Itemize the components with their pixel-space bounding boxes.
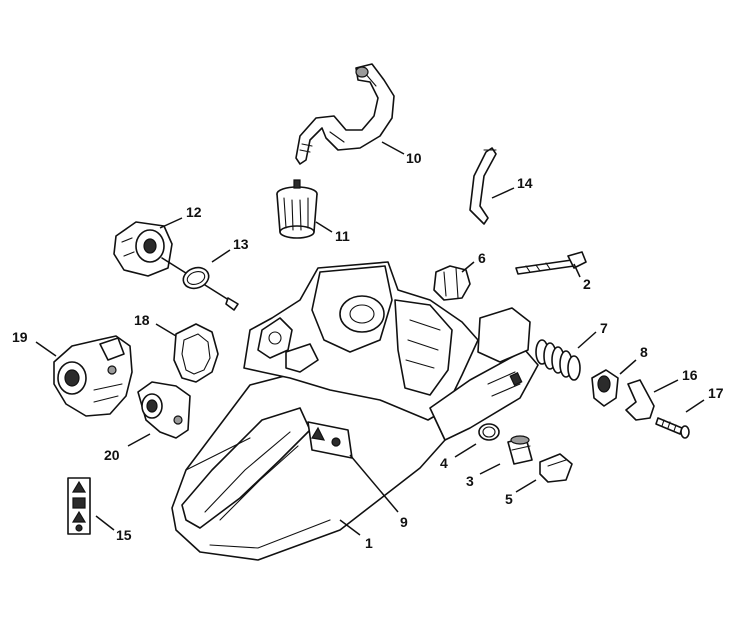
leader-lines: [35, 141, 705, 536]
carburetor-part: [53, 335, 133, 417]
warning-label-part: [67, 477, 91, 535]
leader-line-12: [159, 217, 183, 229]
gasket-part: [173, 323, 219, 383]
callout-labels: 1 2 3 4 5 6 7 8 9 10 11 12 13 14 15 16 1…: [12, 150, 724, 551]
cable-ring-part: [161, 257, 239, 311]
leader-line-9: [349, 454, 399, 513]
callout-10: 10: [406, 150, 422, 166]
leader-line-3: [479, 463, 501, 475]
callout-3: 3: [466, 473, 474, 489]
spring-part: [535, 339, 581, 381]
callout-8: 8: [640, 344, 648, 360]
callout-13: 13: [233, 236, 249, 252]
clip-part: [625, 379, 655, 421]
hose-part: [469, 147, 497, 225]
elbow-connector-part: [137, 381, 191, 439]
callout-4: 4: [440, 455, 448, 471]
callout-17: 17: [708, 385, 724, 401]
leader-line-19: [35, 341, 57, 357]
leader-line-20: [127, 433, 151, 447]
callout-2: 2: [583, 276, 591, 292]
callout-5: 5: [505, 491, 513, 507]
callout-11: 11: [335, 228, 350, 244]
callout-20: 20: [104, 447, 120, 463]
buffer-part: [433, 265, 471, 301]
housing-part: [171, 261, 539, 561]
leader-line-7: [577, 331, 597, 349]
callout-18: 18: [134, 312, 150, 328]
callout-6: 6: [478, 250, 486, 266]
leader-line-8: [619, 359, 637, 375]
o-ring-part: [478, 423, 500, 441]
leader-line-17: [685, 399, 705, 413]
long-bolt-part: [515, 251, 587, 275]
leader-line-15: [95, 515, 115, 531]
fuel-filter-part: [276, 179, 318, 239]
leader-line-5: [515, 479, 537, 493]
callout-7: 7: [600, 320, 608, 336]
plug-part: [507, 435, 533, 465]
fuel-hose-part: [295, 63, 395, 165]
valve-body-part: [113, 221, 173, 277]
leader-line-16: [653, 379, 679, 393]
leader-line-18: [155, 323, 177, 337]
leader-line-10: [381, 141, 405, 155]
callout-16: 16: [682, 367, 698, 383]
spring-holder-part: [591, 369, 619, 407]
callout-15: 15: [116, 527, 132, 543]
leader-line-2: [573, 263, 581, 278]
cap-part: [539, 453, 573, 483]
leader-line-11: [315, 221, 333, 233]
callout-14: 14: [517, 175, 533, 191]
callout-1: 1: [365, 535, 373, 551]
callout-12: 12: [186, 204, 202, 220]
callout-19: 19: [12, 329, 28, 345]
leader-line-1: [339, 519, 361, 536]
leader-line-13: [211, 249, 231, 263]
leader-line-14: [491, 187, 515, 199]
screw-part: [655, 417, 690, 439]
leader-line-4: [454, 443, 477, 458]
callout-9: 9: [400, 514, 408, 530]
leader-line-6: [461, 261, 475, 273]
